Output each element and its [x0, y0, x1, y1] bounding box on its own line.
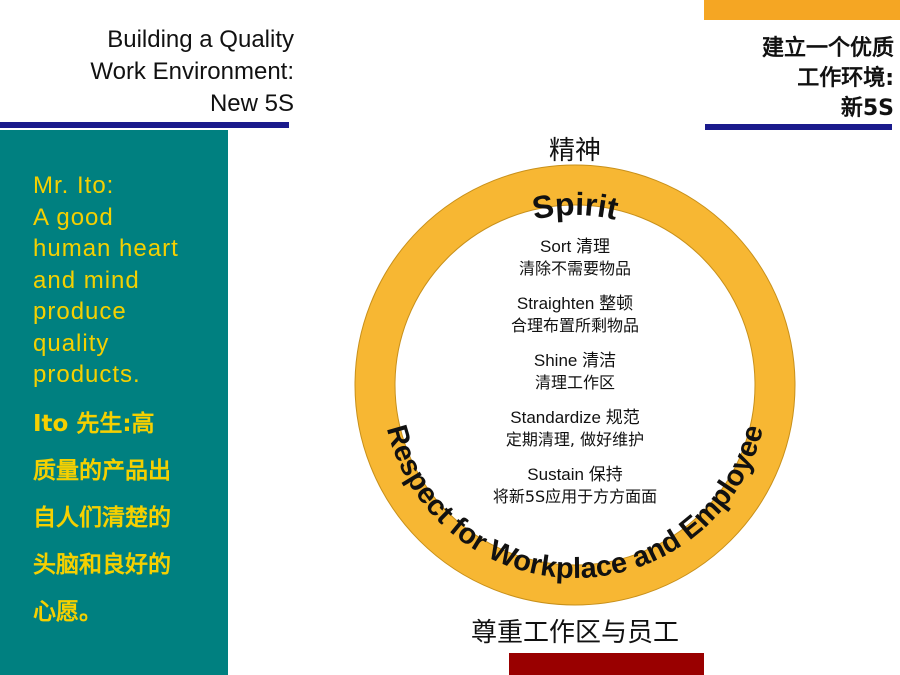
title-underline-right [705, 124, 892, 130]
page-title-chinese: 建立一个优质 工作环境: 新5S [674, 34, 894, 124]
quote-english: Mr. Ito: A good human heart and mind pro… [33, 170, 223, 391]
title-zh-line: 工作环境: [797, 66, 894, 91]
quote-zh-line: Ito 先生:高 [33, 411, 155, 437]
quote-en-line: Mr. Ito: [33, 172, 115, 199]
quote-zh-line: 心愿。 [33, 599, 102, 625]
five-s-item-title: Sort 清理 [540, 237, 610, 256]
five-s-item-title: Shine 清洁 [533, 351, 617, 370]
five-s-item-title: Straighten 整顿 [516, 294, 634, 313]
quote-chinese: Ito 先生:高 质量的产品出 自人们清楚的 头脑和良好的 心愿。 [33, 401, 223, 636]
five-s-item-title: Sustain 保持 [527, 465, 623, 484]
title-en-line: New 5S [209, 90, 294, 117]
quote-en-line: human heart [33, 235, 179, 262]
title-zh-line: 新5S [840, 96, 894, 121]
quote-en-line: quality [33, 329, 110, 357]
five-s-list: Sort 清理 清除不需要物品 Straighten 整顿 合理布置所剩物品 S… [460, 236, 690, 521]
diagram-footer-chinese: 尊重工作区与员工 [470, 618, 679, 648]
quote-en-line: A good [33, 203, 114, 231]
five-s-item-shine: Shine 清洁 清理工作区 [460, 350, 690, 407]
ring-outer-edge [354, 164, 796, 606]
five-s-item-desc: 定期清理, 做好维护 [505, 430, 645, 449]
five-s-item-desc: 清理工作区 [534, 373, 615, 392]
quote-en-line: products. [33, 361, 141, 388]
title-en-line: Work Environment: [90, 58, 294, 85]
spirit-ring-diagram: Spirit Respect for Workplace and Employe… [354, 164, 796, 606]
five-s-item-desc: 清除不需要物品 [518, 259, 631, 278]
top-right-accent-bar [704, 0, 900, 20]
quote-zh-line: 质量的产品出 [33, 458, 171, 484]
title-en-line: Building a Quality [107, 26, 294, 53]
ring-inner-edge [394, 204, 756, 566]
bottom-accent-bar [509, 653, 704, 675]
ring-label-spirit: Spirit [529, 186, 622, 227]
five-s-item-straighten: Straighten 整顿 合理布置所剩物品 [460, 293, 690, 350]
ring-band [355, 165, 795, 605]
five-s-item-sustain: Sustain 保持 将新5S应用于方方面面 [460, 464, 690, 521]
five-s-item-desc: 将新5S应用于方方面面 [492, 487, 658, 506]
page-title-english: Building a Quality Work Environment: New… [0, 24, 294, 120]
quote-en-line: produce [33, 298, 127, 325]
five-s-item-sort: Sort 清理 清除不需要物品 [460, 236, 690, 293]
title-zh-line: 建立一个优质 [761, 36, 894, 61]
quote-sidebar [0, 130, 228, 675]
five-s-item-standardize: Standardize 规范 定期清理, 做好维护 [460, 407, 690, 464]
quote-zh-line: 头脑和良好的 [33, 552, 171, 578]
five-s-item-title: Standardize 规范 [510, 408, 640, 427]
title-underline-left [0, 122, 289, 128]
quote-zh-line: 自人们清楚的 [33, 505, 171, 531]
five-s-item-desc: 合理布置所剩物品 [510, 316, 639, 335]
quote-en-line: and mind [33, 266, 140, 294]
diagram-heading-chinese: 精神 [548, 136, 601, 166]
